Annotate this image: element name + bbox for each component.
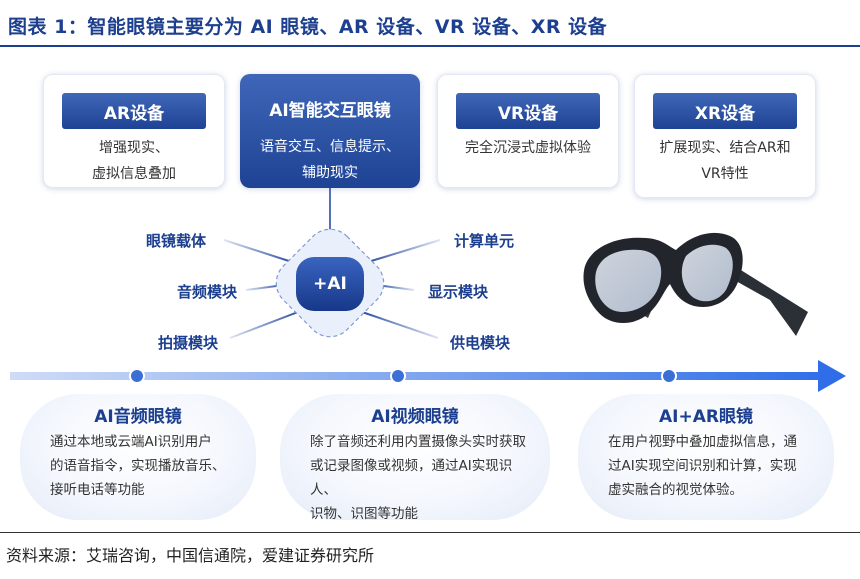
card-ar-device-title: AR设备 bbox=[62, 93, 206, 129]
spoke-label-display-module: 显示模块 bbox=[428, 283, 489, 301]
card-ai-glasses-title: AI智能交互眼镜 bbox=[269, 100, 391, 121]
card-vr-device-title: VR设备 bbox=[456, 93, 600, 129]
bottom-card-ai-video: AI视频眼镜 除了音频还利用内置摄像头实时获取 或记录图像或视频，通过AI实现识… bbox=[280, 394, 550, 522]
bottom-card-ai-ar-desc: 在用户视野中叠加虚拟信息，通 过AI实现空间识别和计算，实现 虚实融合的视觉体验… bbox=[608, 434, 797, 498]
hub-label: +AI bbox=[313, 274, 347, 294]
card-xr-device: XR设备 扩展现实、结合AR和 VR特性 bbox=[634, 74, 816, 198]
card-ai-glasses: AI智能交互眼镜 语音交互、信息提示、 辅助现实 bbox=[240, 74, 420, 188]
bottom-card-ai-video-desc: 除了音频还利用内置摄像头实时获取 或记录图像或视频，通过AI实现识人、 识物、识… bbox=[310, 434, 526, 522]
spoke-label-audio-module: 音频模块 bbox=[177, 283, 238, 301]
bottom-card-ai-audio-title: AI音频眼镜 bbox=[94, 407, 182, 427]
card-vr-device: VR设备 完全沉浸式虚拟体验 bbox=[437, 74, 619, 188]
source-note: 资料来源：艾瑞咨询，中国信通院，爱建证券研究所 bbox=[6, 546, 375, 565]
card-ar-device-desc: 增强现实、 虚拟信息叠加 bbox=[92, 140, 176, 182]
card-vr-device-desc: 完全沉浸式虚拟体验 bbox=[465, 140, 591, 156]
card-xr-device-title: XR设备 bbox=[653, 93, 797, 129]
bottom-card-ai-audio-desc: 通过本地或云端AI识别用户 的语音指令，实现播放音乐、 接听电话等功能 bbox=[50, 434, 226, 498]
timeline-dot-1 bbox=[129, 368, 145, 384]
bottom-card-ai-ar: AI+AR眼镜 在用户视野中叠加虚拟信息，通 过AI实现空间识别和计算，实现 虚… bbox=[578, 394, 834, 520]
spoke-line-right-bottom bbox=[361, 311, 439, 339]
spoke-label-camera-module: 拍摄模块 bbox=[158, 334, 219, 352]
timeline-bar bbox=[10, 372, 828, 380]
bottom-card-ai-audio: AI音频眼镜 通过本地或云端AI识别用户 的语音指令，实现播放音乐、 接听电话等… bbox=[20, 394, 256, 520]
card-xr-device-desc: 扩展现实、结合AR和 VR特性 bbox=[659, 140, 791, 182]
hub-diamond bbox=[296, 257, 364, 311]
glasses-lens-right bbox=[681, 244, 733, 302]
card-ar-device: AR设备 增强现实、 虚拟信息叠加 bbox=[43, 74, 225, 188]
smart-glasses-illustration bbox=[583, 232, 808, 336]
bottom-card-ai-video-title: AI视频眼镜 bbox=[371, 407, 459, 427]
timeline-arrowhead bbox=[818, 360, 846, 392]
spoke-line-right-top bbox=[367, 239, 441, 263]
spoke-line-left-top bbox=[223, 239, 293, 263]
spoke-label-glasses-carrier: 眼镜载体 bbox=[146, 232, 207, 250]
page-title: 图表 1：智能眼镜主要分为 AI 眼镜、AR 设备、VR 设备、XR 设备 bbox=[8, 16, 608, 38]
spoke-label-compute-unit: 计算单元 bbox=[454, 232, 515, 250]
timeline-dot-2 bbox=[390, 368, 406, 384]
glasses-lens-left bbox=[595, 249, 662, 312]
spoke-line-left-bottom bbox=[229, 311, 299, 339]
title-divider bbox=[0, 45, 860, 47]
source-divider bbox=[0, 532, 860, 533]
spoke-label-power-module: 供电模块 bbox=[450, 334, 511, 352]
bottom-card-ai-ar-title: AI+AR眼镜 bbox=[659, 407, 753, 427]
card-ai-glasses-desc: 语音交互、信息提示、 辅助现实 bbox=[260, 139, 400, 181]
timeline-dot-3 bbox=[661, 368, 677, 384]
